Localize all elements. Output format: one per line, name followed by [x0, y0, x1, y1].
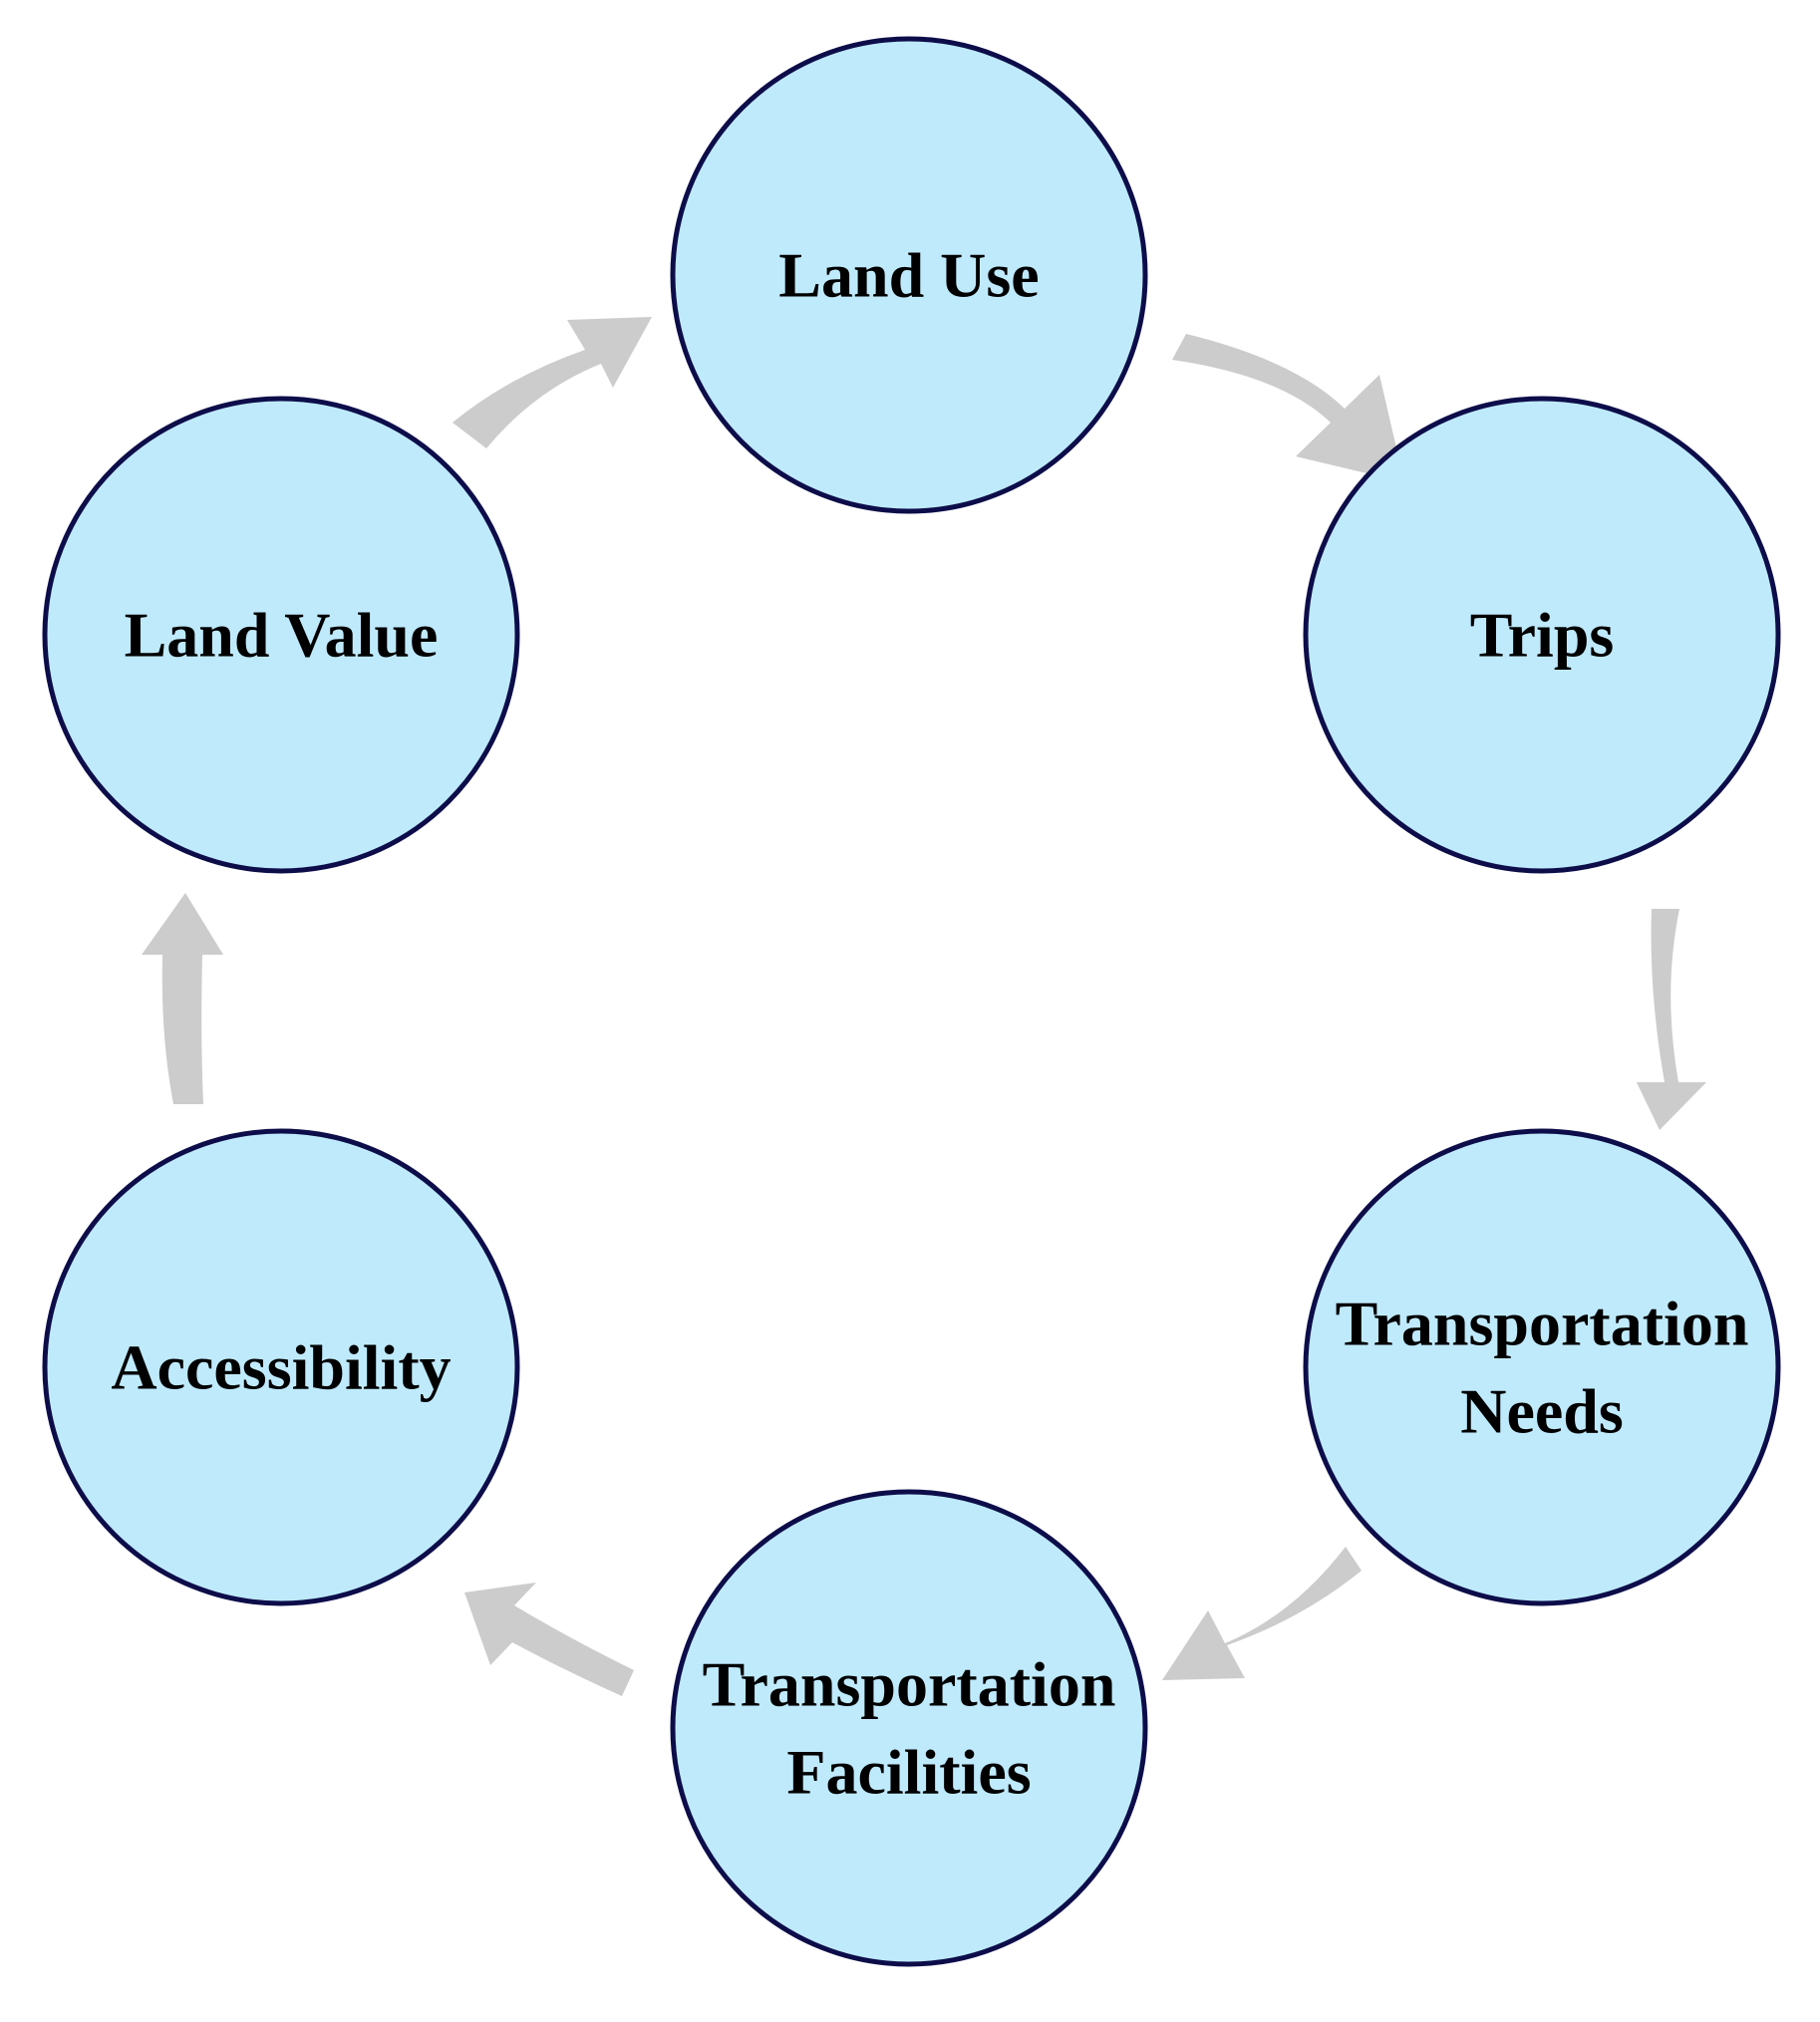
- arrow-transportation-facilities-to-accessibility: [464, 1583, 634, 1696]
- node-circle: [42, 1128, 520, 1606]
- node-label-line: Trips: [1470, 600, 1615, 671]
- node-circle: [670, 36, 1148, 514]
- flow-arrows: [142, 317, 1706, 1696]
- node-label-line: Land Value: [125, 600, 439, 671]
- cycle-nodes: Land UseTripsTransportationNeedsTranspor…: [42, 36, 1781, 1967]
- node-label-line: Accessibility: [111, 1332, 451, 1403]
- node-land-value: Land Value: [42, 396, 520, 874]
- node-circle: [1303, 396, 1781, 874]
- node-circle: [1303, 1128, 1781, 1606]
- node-label-line: Transportation: [1336, 1289, 1749, 1359]
- node-label-line: Transportation: [703, 1649, 1116, 1720]
- node-label-line: Facilities: [786, 1737, 1031, 1808]
- node-label-line: Land Use: [778, 240, 1039, 311]
- arrow-land-use-to-trips: [1172, 334, 1404, 482]
- arrow-transportation-needs-to-transportation-facilities: [1162, 1547, 1362, 1680]
- node-label-line: Needs: [1460, 1376, 1624, 1447]
- node-land-use: Land Use: [670, 36, 1148, 514]
- node-trips: Trips: [1303, 396, 1781, 874]
- node-circle: [670, 1489, 1148, 1967]
- node-circle: [42, 396, 520, 874]
- node-accessibility: Accessibility: [42, 1128, 520, 1606]
- arrow-land-value-to-land-use: [453, 317, 652, 448]
- arrow-accessibility-to-land-value: [142, 893, 223, 1104]
- arrow-trips-to-transportation-needs: [1637, 909, 1706, 1130]
